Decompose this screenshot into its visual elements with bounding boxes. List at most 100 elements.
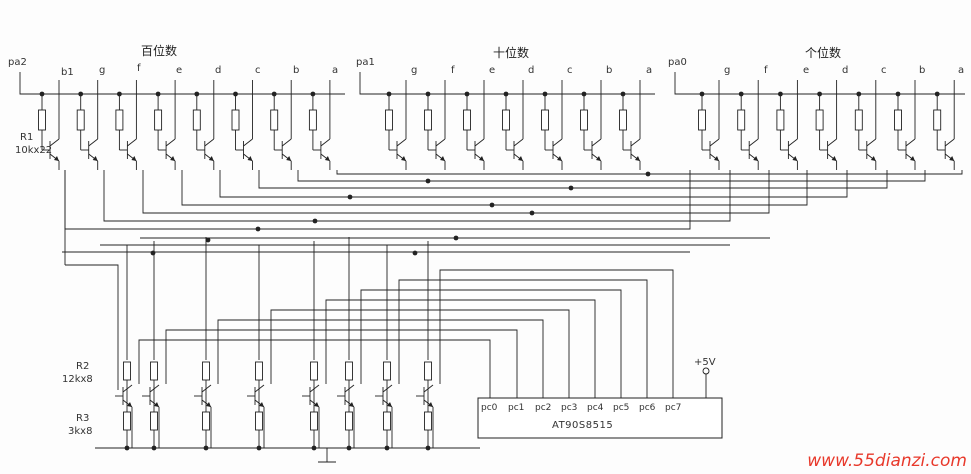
ones-seg-label: d xyxy=(842,65,849,76)
driver-r2-resistor xyxy=(202,361,210,381)
tens-segment-transistor xyxy=(584,138,602,162)
tens-seg-label: d xyxy=(528,65,535,76)
hundreds-title: 百位数 xyxy=(141,44,178,58)
rail-junction xyxy=(412,250,418,256)
ones-segment-transistor xyxy=(780,138,798,162)
emitter-arrow xyxy=(247,156,253,161)
ground-junction xyxy=(425,445,431,451)
emitter-arrow xyxy=(127,402,132,407)
transistor-collector xyxy=(396,138,407,147)
hundreds-bus-junction xyxy=(117,91,122,97)
ones-pullup-resistor xyxy=(737,109,746,131)
power-terminal xyxy=(702,367,710,375)
rail-junction xyxy=(425,178,431,184)
driver-r3-resistor xyxy=(150,411,158,431)
driver-transistor xyxy=(194,384,212,408)
tens-pullup-resistor xyxy=(541,109,549,131)
transistor-collector xyxy=(905,138,916,147)
transistor-collector xyxy=(788,138,798,147)
rail-junction xyxy=(568,185,574,191)
hundreds-segment-transistor xyxy=(312,138,331,162)
emitter-arrow xyxy=(428,402,433,407)
ground-junction xyxy=(384,445,390,451)
rail-junction xyxy=(453,235,459,241)
transistor-collector xyxy=(254,384,265,393)
emitter-arrow xyxy=(208,156,214,161)
ones-seg-label: b xyxy=(919,65,926,76)
ones-seg-label: g xyxy=(724,65,731,76)
transistor-collector xyxy=(88,138,98,147)
hundreds-bus-junction xyxy=(194,91,200,97)
rail-junction xyxy=(205,237,211,243)
chip-pin-label: pc1 xyxy=(508,403,525,413)
hundreds-pullup-resistor xyxy=(38,109,46,131)
ones-pullup-resistor xyxy=(854,109,863,131)
segment-rail xyxy=(142,170,770,214)
ones-bus-junction xyxy=(856,91,862,97)
driver-transistor xyxy=(115,384,133,408)
transistor-collector xyxy=(435,138,446,147)
ground-junction xyxy=(203,445,209,451)
power-label: +5V xyxy=(694,357,716,368)
ones-bus-junction xyxy=(699,91,705,97)
emitter-arrow xyxy=(518,156,523,161)
transistor-collector xyxy=(474,138,485,147)
transistor-collector xyxy=(201,384,212,393)
hundreds-segment-transistor xyxy=(274,138,292,162)
ones-seg-label: f xyxy=(764,65,768,76)
emitter-arrow xyxy=(714,156,719,161)
chip-pin-label: pc3 xyxy=(561,403,578,413)
emitter-arrow xyxy=(831,156,837,161)
transistor-collector xyxy=(49,138,60,147)
segment-rail xyxy=(258,170,888,189)
tens-bus-junction xyxy=(503,91,509,97)
tens-segment-transistor xyxy=(506,138,524,162)
emitter-arrow xyxy=(131,156,137,161)
tens-pullup-resistor xyxy=(424,109,432,131)
hundreds-seg-label: a xyxy=(332,65,339,76)
driver-transistor xyxy=(302,384,320,408)
watermark: www.55dianzi.com xyxy=(807,451,967,471)
chip-pin-label: pc7 xyxy=(665,403,682,413)
emitter-arrow xyxy=(792,156,798,161)
transistor-collector xyxy=(204,138,215,147)
hundreds-seg-label: c xyxy=(255,65,261,76)
ones-seg-label: c xyxy=(881,65,887,76)
tens-segment-transistor xyxy=(389,138,407,162)
ground-junction xyxy=(311,445,317,451)
hundreds-bus-junction xyxy=(155,91,161,97)
tens-pullup-resistor xyxy=(580,109,588,131)
emitter-arrow xyxy=(286,156,292,161)
hundreds-pullup-resistor xyxy=(192,109,201,131)
emitter-arrow xyxy=(401,156,406,161)
driver-transistor xyxy=(142,384,160,408)
emitter-arrow xyxy=(154,402,159,407)
segment-rail xyxy=(297,170,926,182)
wiring xyxy=(19,72,965,463)
segment-rail xyxy=(219,170,848,198)
driver-transistor xyxy=(375,384,393,408)
tens-bus xyxy=(359,72,655,95)
transistor-collector xyxy=(591,138,602,147)
r2-name: R2 xyxy=(76,361,90,372)
emitter-arrow xyxy=(387,402,392,407)
tens-seg-label: g xyxy=(411,65,418,76)
chip-pin-label: pc6 xyxy=(639,403,656,413)
port-pa0-label: pa0 xyxy=(668,57,687,68)
tens-bus-junction xyxy=(620,91,626,97)
tens-segment-transistor xyxy=(545,138,563,162)
tens-segment-transistor xyxy=(623,138,641,162)
port-pa1-label: pa1 xyxy=(356,57,375,68)
driver-r2-resistor xyxy=(150,361,158,381)
emitter-arrow xyxy=(440,156,445,161)
driver-r3-resistor xyxy=(383,411,391,431)
ones-bus-junction xyxy=(778,91,783,97)
ground-junction xyxy=(346,445,352,451)
hundreds-seg-label: b xyxy=(293,65,300,76)
tens-pullup-resistor xyxy=(463,109,471,131)
ground-junction xyxy=(256,445,262,451)
emitter-arrow xyxy=(949,156,955,161)
transistor-collector xyxy=(127,138,137,147)
hundreds-bus-junction xyxy=(310,91,316,97)
tens-seg-label: c xyxy=(567,65,573,76)
